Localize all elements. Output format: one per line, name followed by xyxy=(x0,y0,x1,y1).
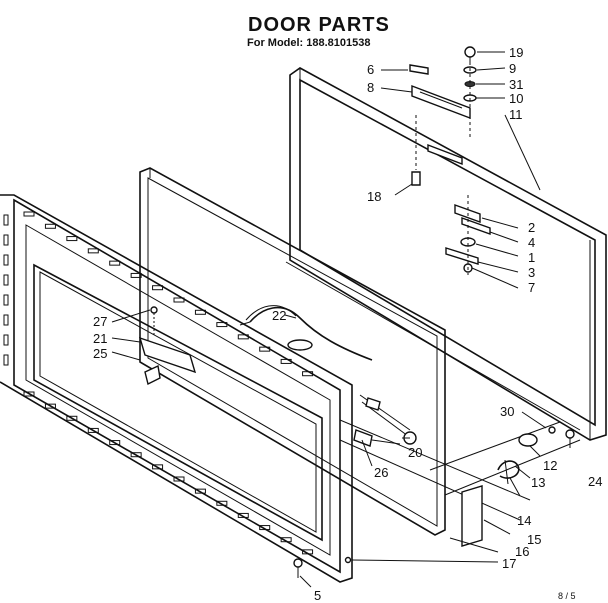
callout-17: 17 xyxy=(502,556,516,571)
panel-slot xyxy=(237,334,249,340)
panel-slot xyxy=(3,254,9,266)
door-gasket-frame xyxy=(139,167,446,536)
callout-18: 18 xyxy=(367,189,381,204)
callout-1: 1 xyxy=(528,250,535,265)
callout-24: 24 xyxy=(588,474,602,489)
panel-slot xyxy=(194,488,206,494)
outer-door-frame xyxy=(285,67,607,441)
panel-slot xyxy=(3,274,9,286)
panel-slot xyxy=(216,500,228,506)
panel-slot xyxy=(3,314,9,326)
panel-slot xyxy=(44,403,56,409)
panel-slot xyxy=(280,537,292,543)
callout-22: 22 xyxy=(272,308,286,323)
front-door-panel xyxy=(0,194,353,583)
panel-slot xyxy=(66,415,78,421)
panel-slot xyxy=(173,297,185,303)
callout-numbers: 19 9 31 10 11 6 8 18 2 4 1 3 7 27 21 25 … xyxy=(93,45,602,603)
callout-26: 26 xyxy=(374,465,388,480)
callout-25: 25 xyxy=(93,346,107,361)
callout-12: 12 xyxy=(543,458,557,473)
callout-4: 4 xyxy=(528,235,535,250)
callout-2: 2 xyxy=(528,220,535,235)
callout-7: 7 xyxy=(528,280,535,295)
model-number: For Model: 188.8101538 xyxy=(247,37,371,49)
callout-31: 31 xyxy=(509,77,523,92)
callout-11: 11 xyxy=(509,107,523,122)
panel-slot xyxy=(87,248,99,254)
panel-slot xyxy=(259,346,271,352)
panel-slot xyxy=(152,464,164,470)
panel-slot xyxy=(3,294,9,306)
callout-3: 3 xyxy=(528,265,535,280)
panel-slot xyxy=(130,452,142,458)
screws xyxy=(293,556,352,578)
callout-20: 20 xyxy=(408,445,422,460)
panel-slot xyxy=(173,476,185,482)
panel-slot xyxy=(23,211,35,217)
panel-slot xyxy=(302,371,314,377)
diagram-title: DOOR PARTS xyxy=(248,14,390,36)
latch-assembly xyxy=(409,46,491,275)
bottom-bracket xyxy=(339,419,581,547)
callout-10: 10 xyxy=(509,91,523,106)
panel-slot xyxy=(259,525,271,531)
panel-slot xyxy=(23,391,35,397)
panel-slot xyxy=(87,427,99,433)
panel-slot xyxy=(3,214,9,226)
handle-assembly xyxy=(138,306,197,386)
panel-slot xyxy=(216,322,228,328)
wire-harness xyxy=(239,305,373,361)
callout-6: 6 xyxy=(367,62,374,77)
callout-30: 30 xyxy=(500,404,514,419)
callout-16: 16 xyxy=(515,544,529,559)
panel-slot xyxy=(237,512,249,518)
panel-slot xyxy=(152,285,164,291)
panel-slot xyxy=(3,354,9,366)
callout-13: 13 xyxy=(531,475,545,490)
callout-27: 27 xyxy=(93,314,107,329)
callout-19: 19 xyxy=(509,45,523,60)
callout-leaders xyxy=(111,51,571,588)
callout-9: 9 xyxy=(509,61,516,76)
callout-8: 8 xyxy=(367,80,374,95)
callout-15: 15 xyxy=(527,532,541,547)
switch-and-connector xyxy=(353,394,417,447)
panel-slot xyxy=(3,334,9,346)
panel-slot xyxy=(3,234,9,246)
callout-21: 21 xyxy=(93,331,107,346)
panel-slot xyxy=(109,440,121,446)
panel-slot xyxy=(280,358,292,364)
panel-slot xyxy=(194,309,206,315)
panel-slot xyxy=(44,223,56,229)
panel-slot xyxy=(109,260,121,266)
page-mark: 8 / 5 xyxy=(558,591,576,601)
panel-slot xyxy=(66,236,78,242)
panel-slot xyxy=(130,272,142,278)
panel-slot xyxy=(302,549,314,555)
callout-14: 14 xyxy=(517,513,531,528)
callout-5: 5 xyxy=(314,588,321,603)
